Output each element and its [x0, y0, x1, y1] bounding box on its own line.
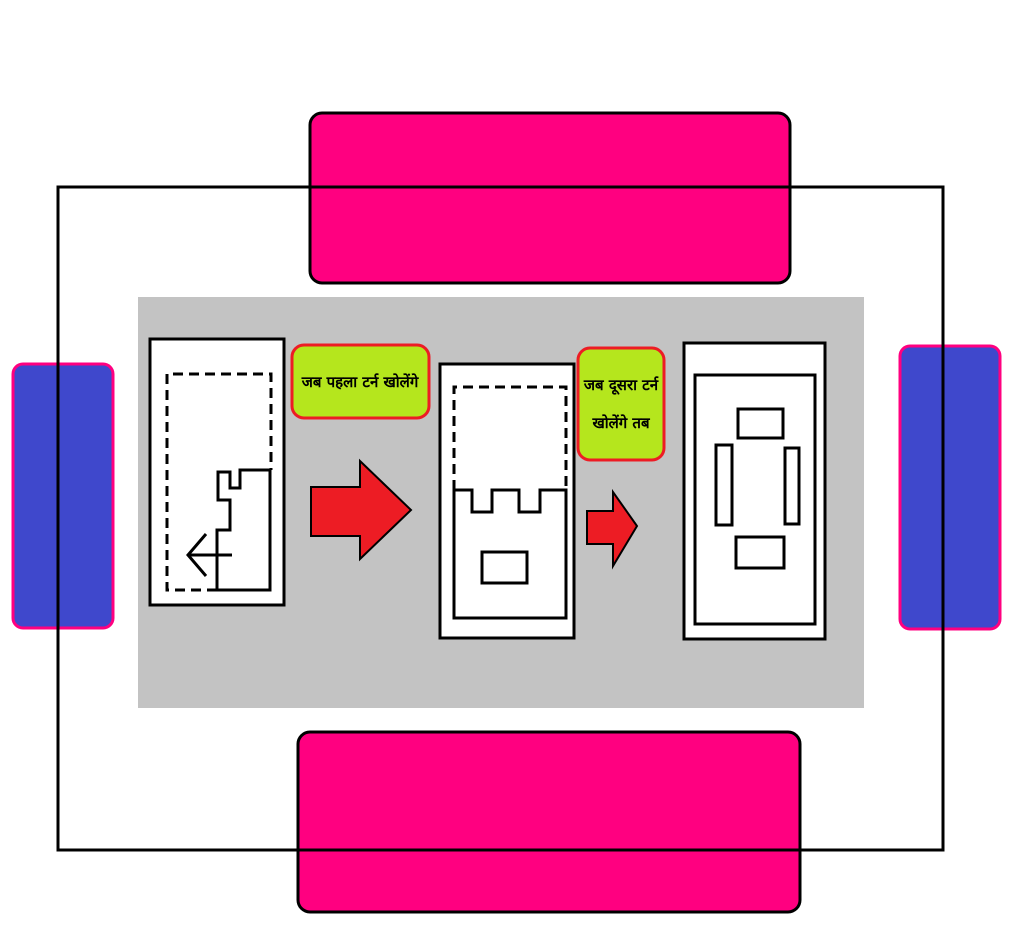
left-arrow-icon: [186, 533, 232, 577]
right-arrow-icon: [310, 458, 413, 562]
step-3-unfolded-sheet: [682, 341, 827, 641]
top-flap: [308, 111, 792, 285]
label-second-turn: जब दूसरा टर्न खोलेंगे तब: [576, 346, 666, 462]
left-flap: [11, 362, 115, 630]
label-first-turn-text: जब पहला टर्न खोलेंगे: [301, 373, 419, 391]
bottom-flap: [296, 730, 802, 914]
label-first-turn: जब पहला टर्न खोलेंगे: [290, 343, 431, 420]
right-flap: [898, 344, 1002, 631]
step-1-folded-sheet: [148, 337, 286, 607]
step-2-half-unfolded-sheet: [438, 362, 576, 640]
label-second-turn-line1: जब दूसरा टर्न: [583, 376, 659, 395]
label-second-turn-line2: खोलेंगे तब: [591, 414, 651, 432]
right-arrow-icon: [586, 488, 639, 570]
